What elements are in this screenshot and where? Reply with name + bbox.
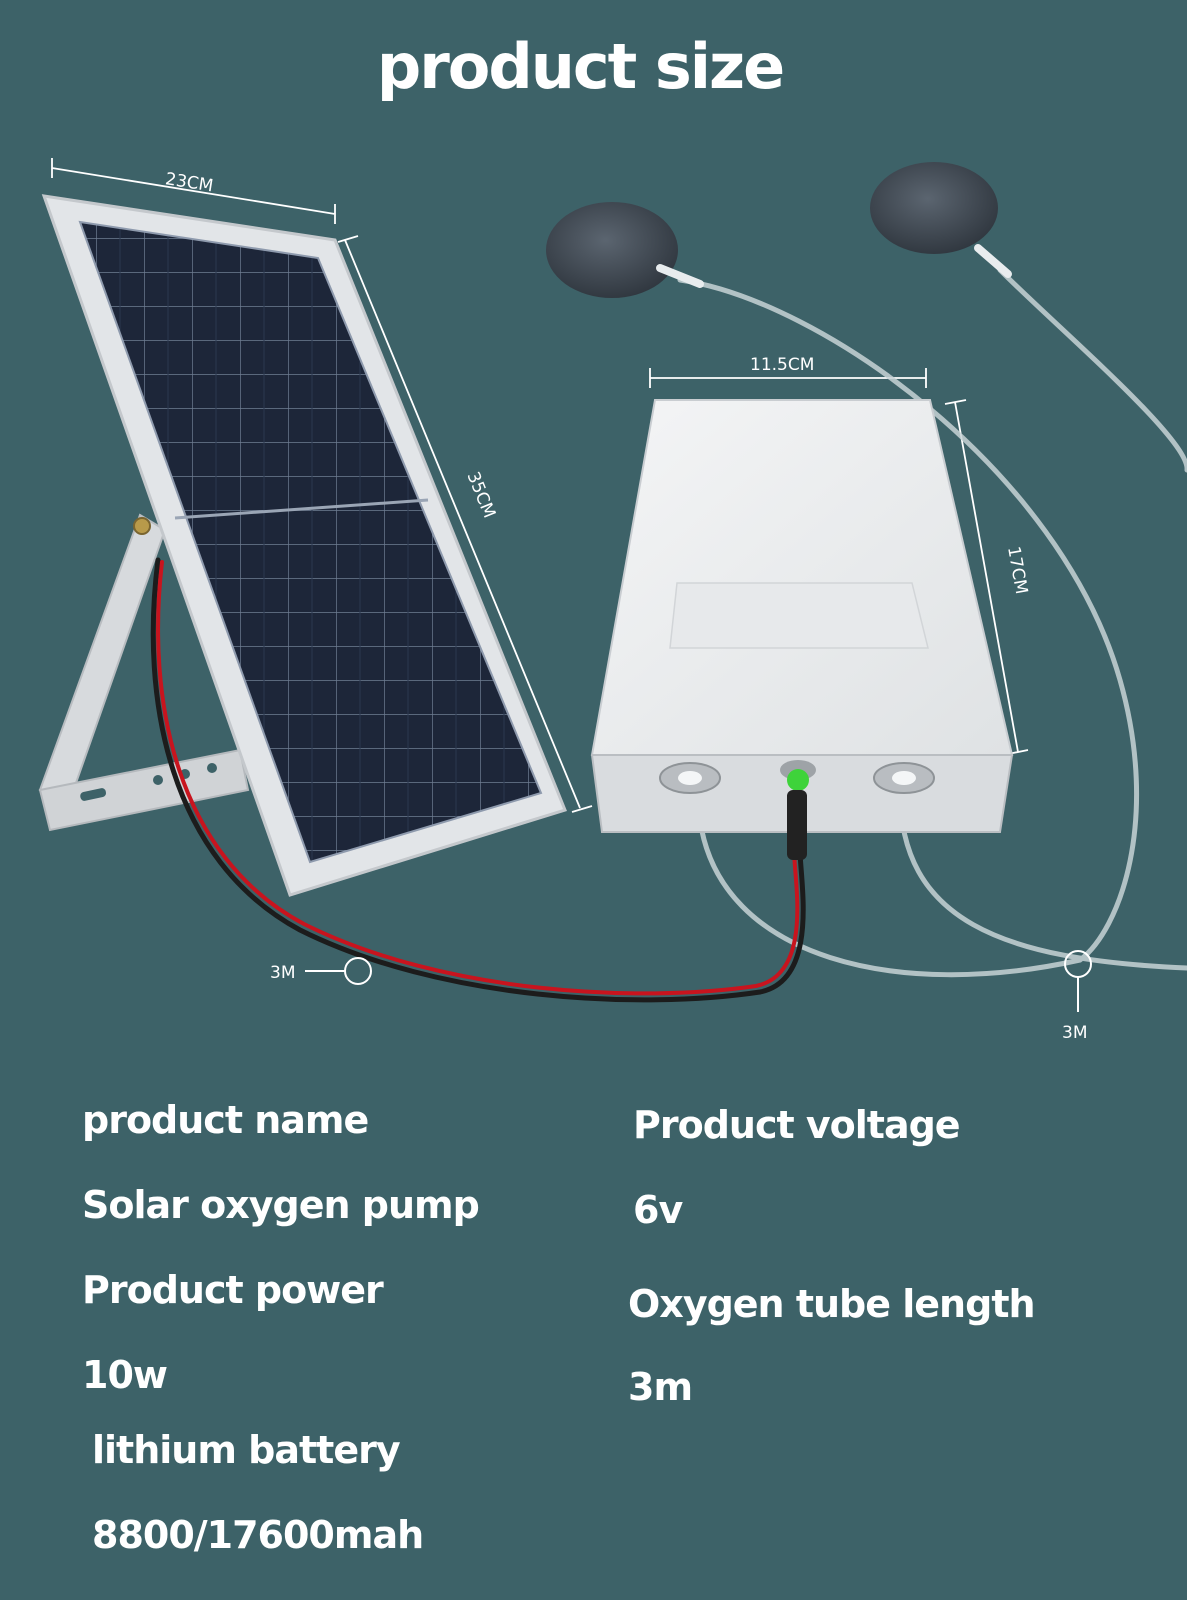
panel-width-label: 23CM bbox=[164, 169, 215, 196]
solar-cable bbox=[150, 557, 806, 1003]
tube-length-label: 3M bbox=[1062, 1023, 1087, 1043]
dimension-lines bbox=[51, 158, 1029, 813]
tube-length-spec-label: Oxygen tube length bbox=[628, 1282, 1036, 1326]
product-power-value: 10w bbox=[82, 1353, 168, 1397]
page-title: product size bbox=[376, 30, 785, 103]
product-diagram: 23CM 35CM 11.5CM 17CM bbox=[38, 158, 1187, 1043]
air-tubes bbox=[677, 267, 1187, 978]
dc-plug bbox=[787, 790, 807, 860]
cable-length-label: 3M bbox=[270, 963, 295, 983]
tube-length-marker bbox=[1064, 950, 1092, 1012]
panel-stand bbox=[38, 513, 250, 832]
battery-label: lithium battery bbox=[92, 1428, 401, 1472]
product-voltage-value: 6v bbox=[633, 1188, 683, 1232]
product-name-value: Solar oxygen pump bbox=[82, 1183, 480, 1227]
box-width-label: 11.5CM bbox=[750, 355, 814, 375]
box-depth-label: 17CM bbox=[1003, 545, 1031, 596]
product-power-label: Product power bbox=[82, 1268, 384, 1312]
solar-panel bbox=[41, 194, 568, 897]
power-indicator-icon bbox=[787, 769, 809, 791]
air-stone-right bbox=[870, 162, 1012, 278]
battery-value: 8800/17600mah bbox=[92, 1513, 424, 1557]
pump-battery-box bbox=[590, 399, 1014, 833]
product-voltage-label: Product voltage bbox=[633, 1103, 961, 1147]
cable-length-marker bbox=[305, 957, 372, 985]
tube-length-spec-value: 3m bbox=[628, 1365, 693, 1409]
air-stone-left bbox=[546, 202, 704, 298]
product-name-label: product name bbox=[82, 1098, 369, 1142]
panel-height-label: 35CM bbox=[463, 469, 500, 521]
